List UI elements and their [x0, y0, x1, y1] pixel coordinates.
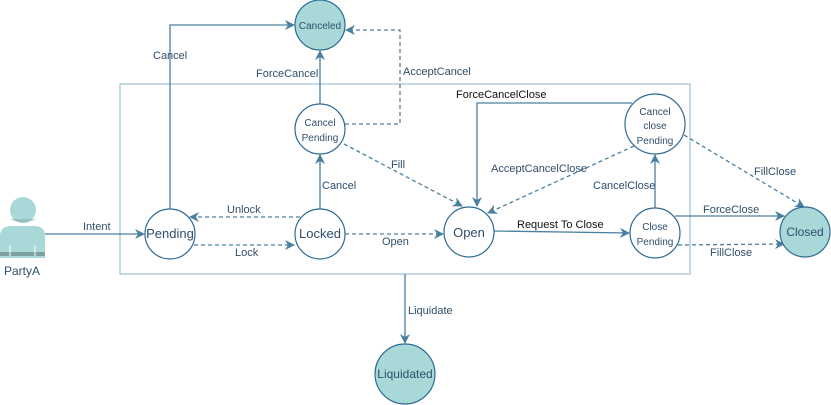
edge-accept-cancel-close — [487, 145, 635, 214]
edge-label-lock: Lock — [235, 247, 259, 259]
node-pending[interactable]: Pending — [144, 208, 196, 260]
node-label: Pending — [302, 133, 339, 144]
edge-label-cancel: Cancel — [322, 180, 356, 192]
edge-request-to-close — [493, 227, 630, 238]
edge-label-accept-cancel-close: AcceptCancelClose — [491, 163, 587, 175]
svg-text:Cancel: Cancel — [639, 107, 670, 118]
node-label: Pending — [146, 226, 194, 241]
edge-label-intent: Intent — [83, 221, 111, 233]
svg-text:Pending: Pending — [637, 136, 674, 147]
edge-fill — [343, 143, 463, 207]
edge-cancel-top — [169, 20, 295, 209]
edge-label-open: Open — [382, 236, 409, 248]
edge-fill-close-bottom — [677, 239, 785, 250]
actor-label: PartyA — [4, 264, 40, 278]
node-locked[interactable]: Locked — [294, 208, 346, 260]
edge-label-force-cancel-close: ForceCancelClose — [456, 89, 546, 101]
edge-label-cancel-close: CancelClose — [593, 180, 655, 192]
node-label: Close — [642, 222, 668, 233]
svg-text:Cancel: Cancel — [304, 118, 335, 129]
node-cancel-close-pending[interactable]: Cancel close Pending — [624, 93, 686, 155]
edge-label-accept-cancel: AcceptCancel — [403, 66, 471, 78]
svg-text:close: close — [643, 121, 667, 132]
node-label: Pending — [637, 136, 674, 147]
user-icon — [0, 197, 45, 258]
edge-accept-cancel — [345, 25, 401, 125]
node-label: Liquidated — [377, 367, 432, 381]
edge-label-fill-close-bottom: FillClose — [710, 247, 752, 259]
edge-force-cancel-close — [472, 102, 632, 207]
node-label: close — [643, 121, 667, 132]
edge-label-cancel-top: Cancel — [153, 50, 187, 62]
node-label: Canceled — [299, 21, 341, 32]
edge-label-force-close: ForceClose — [703, 204, 759, 216]
edge-label-force-cancel: ForceCancel — [256, 68, 318, 80]
svg-text:Close: Close — [642, 222, 668, 233]
node-label: Open — [453, 225, 485, 240]
edge-fill-close-top — [683, 134, 805, 208]
node-open[interactable]: Open — [443, 206, 495, 258]
node-canceled[interactable]: Canceled — [294, 0, 346, 51]
edge-label-fill-close-top: FillClose — [754, 166, 796, 178]
svg-text:Pending: Pending — [637, 237, 674, 248]
node-liquidated[interactable]: Liquidated — [374, 343, 436, 405]
node-cancel-pending[interactable]: Cancel Pending — [294, 103, 346, 155]
node-closed[interactable]: Closed — [779, 206, 831, 258]
edge-label-fill: Fill — [391, 159, 405, 171]
svg-text:Pending: Pending — [302, 133, 339, 144]
node-label: Locked — [299, 226, 341, 241]
edge-label-liquidate: Liquidate — [408, 305, 453, 317]
node-label: Pending — [637, 237, 674, 248]
edge-label-request-to-close: Request To Close — [517, 219, 604, 231]
node-label: Cancel — [304, 118, 335, 129]
edge-label-unlock: Unlock — [227, 204, 261, 216]
node-label: Cancel — [639, 107, 670, 118]
node-close-pending[interactable]: Close Pending — [629, 207, 681, 259]
node-label: Closed — [786, 225, 823, 239]
